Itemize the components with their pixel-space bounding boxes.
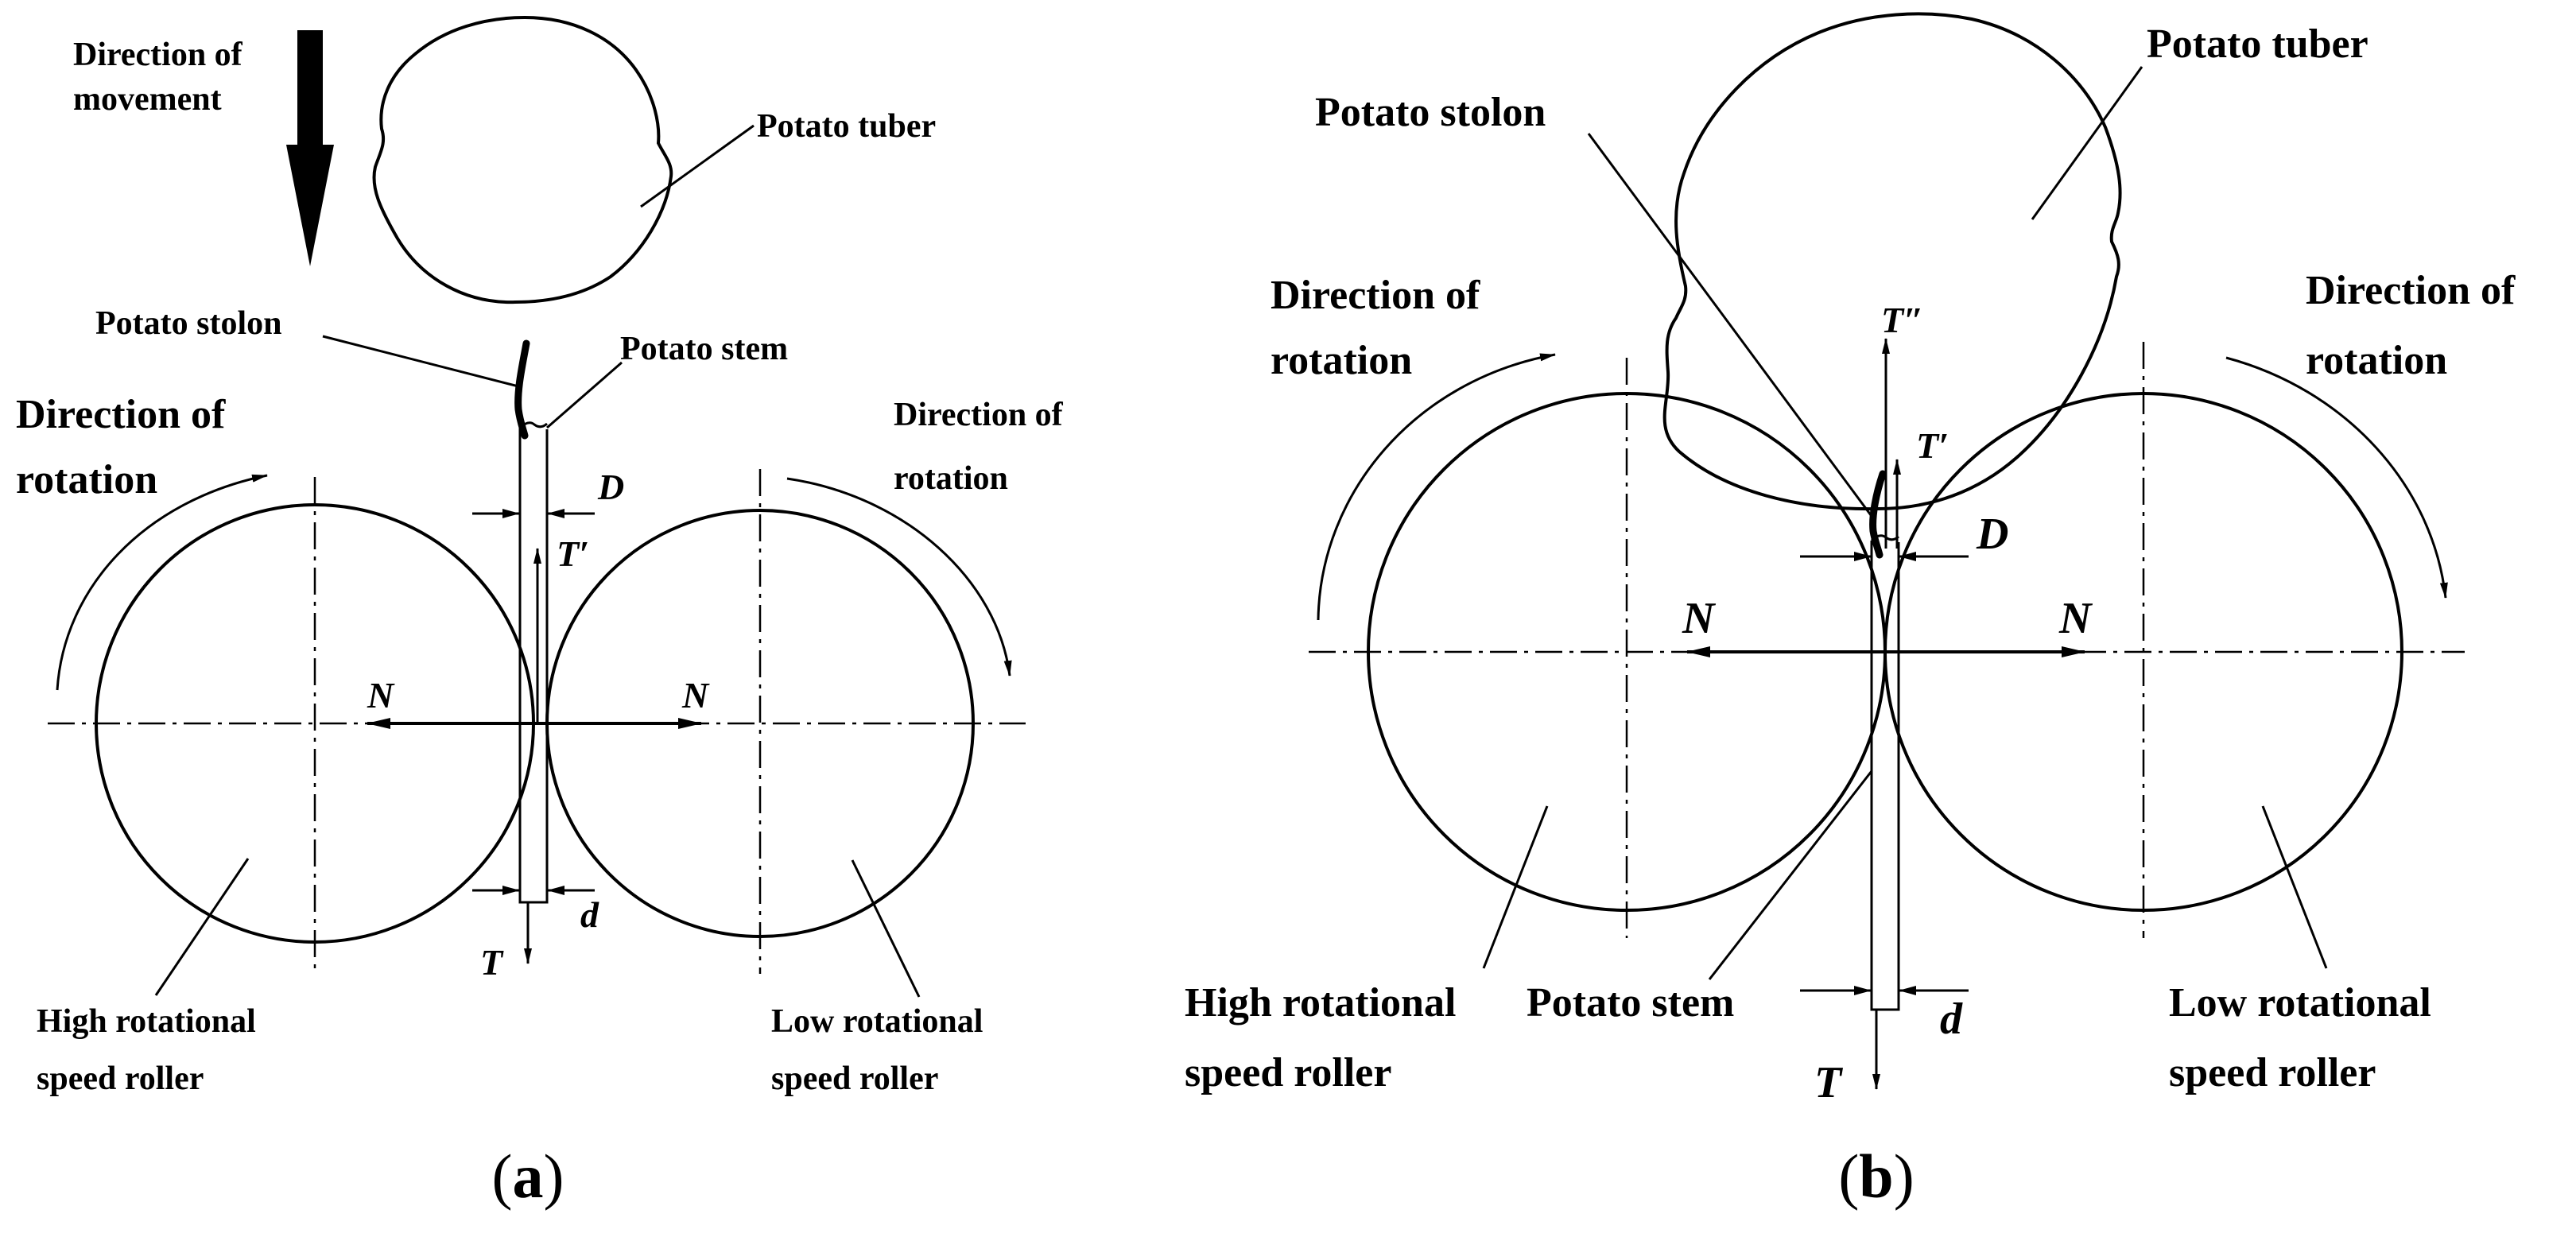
high-roller-label-a-line2: speed roller — [37, 1060, 204, 1097]
movement-arrow-icon — [286, 30, 334, 266]
rotation-arrow-right-b — [2225, 356, 2448, 599]
potato-tuber-shape — [372, 15, 673, 304]
dimension-D-label-b: D — [1976, 510, 2008, 559]
rotation-arrow-left-b — [1317, 353, 1556, 621]
potato-tuber-leader-a — [640, 124, 755, 208]
direction-of-movement-label-line1: Direction of — [73, 37, 243, 73]
rotation-label-right-b-line1: Direction of — [2306, 268, 2516, 313]
high-roller-label-b-line2: speed roller — [1185, 1050, 1391, 1095]
rotation-arrow-left-a — [56, 474, 268, 691]
potato-stolon-label-b: Potato stolon — [1315, 90, 1546, 135]
force-T-prime-label-a: T′ — [557, 533, 589, 574]
dimension-D-label-a: D — [597, 467, 624, 507]
force-T-double-prime-label-b: T″ — [1881, 300, 1924, 340]
low-roller-leader-b — [2261, 805, 2328, 969]
rotation-label-left-a-line1: Direction of — [16, 392, 226, 437]
rotation-label-left-b-line1: Direction of — [1271, 273, 1480, 318]
dimension-d-label-a: d — [580, 894, 599, 935]
potato-stem-shape-b — [1870, 534, 1900, 1011]
low-roller-label-b-line2: speed roller — [2169, 1050, 2376, 1095]
rotation-label-right-a-line2: rotation — [894, 460, 1008, 497]
rotation-label-left-b-line2: rotation — [1271, 338, 1412, 383]
force-T-prime-label-b: T′ — [1916, 425, 1949, 466]
low-roller-leader-a — [851, 859, 921, 998]
potato-stolon-shape-a — [514, 339, 530, 440]
dimension-d-arrow-left-a — [502, 886, 520, 895]
rotation-label-right-a-line1: Direction of — [894, 397, 1064, 433]
potato-stem-label-b: Potato stem — [1527, 980, 1734, 1026]
dimension-D-arrow-right-a — [547, 509, 564, 518]
force-T-label-a: T — [480, 942, 504, 983]
dimension-d-arrow-right-a — [547, 886, 564, 895]
potato-tuber-label-b: Potato tuber — [2147, 21, 2368, 67]
potato-stolon-leader-b — [1587, 133, 1875, 519]
dimension-d-arrow-right-b — [1899, 986, 1916, 995]
force-N-left-label-a: N — [367, 675, 395, 715]
potato-tuber-shape-b — [1662, 12, 2122, 511]
potato-tuber-leader-b — [2031, 66, 2143, 220]
potato-stolon-shape-b — [1869, 470, 1887, 559]
dimension-D-arrow-right-b — [1899, 552, 1916, 561]
force-T-label-b: T — [1814, 1058, 1844, 1107]
direction-of-movement-label-line2: movement — [73, 81, 222, 118]
dimension-D-arrow-left-a — [502, 509, 520, 518]
force-N-right-label-b: N — [2058, 594, 2093, 643]
potato-stem-label-a: Potato stem — [620, 331, 788, 367]
high-roller-leader-a — [154, 858, 250, 996]
potato-tuber-label-a: Potato tuber — [757, 108, 936, 145]
low-roller-label-b-line1: Low rotational — [2169, 980, 2431, 1026]
rotation-label-right-b-line2: rotation — [2306, 338, 2447, 383]
potato-stolon-label-a: Potato stolon — [95, 305, 282, 342]
potato-stolon-leader-a — [322, 335, 519, 388]
dimension-d-label-b: d — [1940, 995, 1963, 1044]
force-N-left-label-b: N — [1682, 594, 1717, 643]
rotation-arrow-right-a — [786, 477, 1012, 677]
low-roller-label-a-line1: Low rotational — [771, 1003, 983, 1040]
rotation-label-left-a-line2: rotation — [16, 457, 157, 502]
dimension-d-arrow-left-b — [1854, 986, 1872, 995]
dimension-D-arrow-left-b — [1854, 552, 1872, 561]
potato-stem-leader-a — [546, 361, 623, 429]
potato-stem-shape-a — [518, 421, 549, 904]
potato-stem-leader-b — [1708, 770, 1873, 980]
force-N-right-label-a: N — [681, 675, 710, 715]
high-roller-leader-b — [1482, 805, 1549, 969]
panel-a: Direction of movement Potato tuber Potat… — [16, 15, 1064, 1211]
panel-b: Potato tuber Potato stolon Potato stem D… — [1185, 12, 2516, 1211]
panel-a-caption: (a) — [492, 1142, 564, 1211]
high-roller-label-b-line1: High rotational — [1185, 980, 1456, 1026]
panel-b-caption: (b) — [1838, 1142, 1914, 1211]
high-roller-label-a-line1: High rotational — [37, 1003, 256, 1040]
low-roller-label-a-line2: speed roller — [771, 1060, 938, 1097]
